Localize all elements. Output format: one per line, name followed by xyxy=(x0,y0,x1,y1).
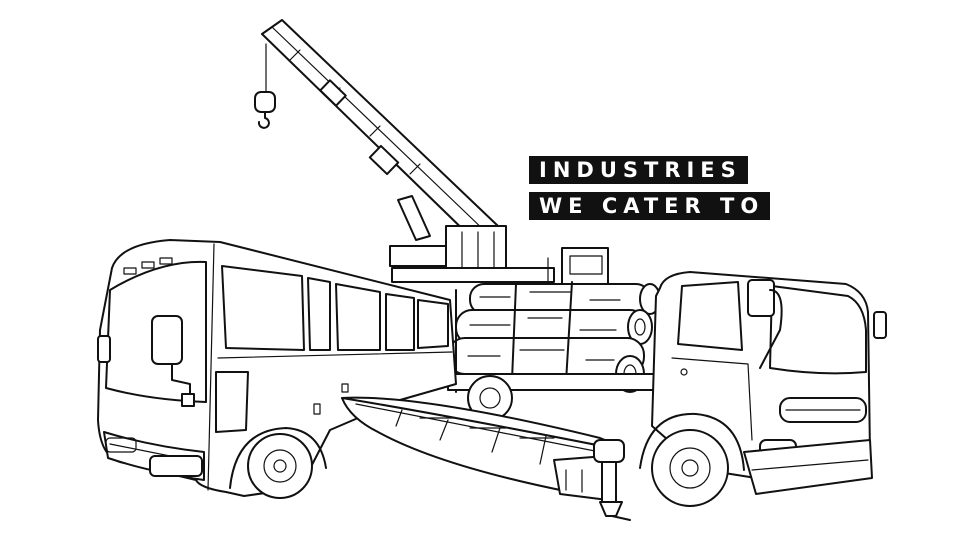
crane-illustration xyxy=(255,20,554,282)
headline-line-2: WE CATER TO xyxy=(529,192,771,220)
bus-illustration xyxy=(98,240,456,498)
headline-line-1: INDUSTRIES xyxy=(529,156,748,184)
headline: INDUSTRIES WE CATER TO xyxy=(529,156,771,220)
log-truck-illustration xyxy=(448,248,886,506)
boat-illustration xyxy=(342,398,630,520)
